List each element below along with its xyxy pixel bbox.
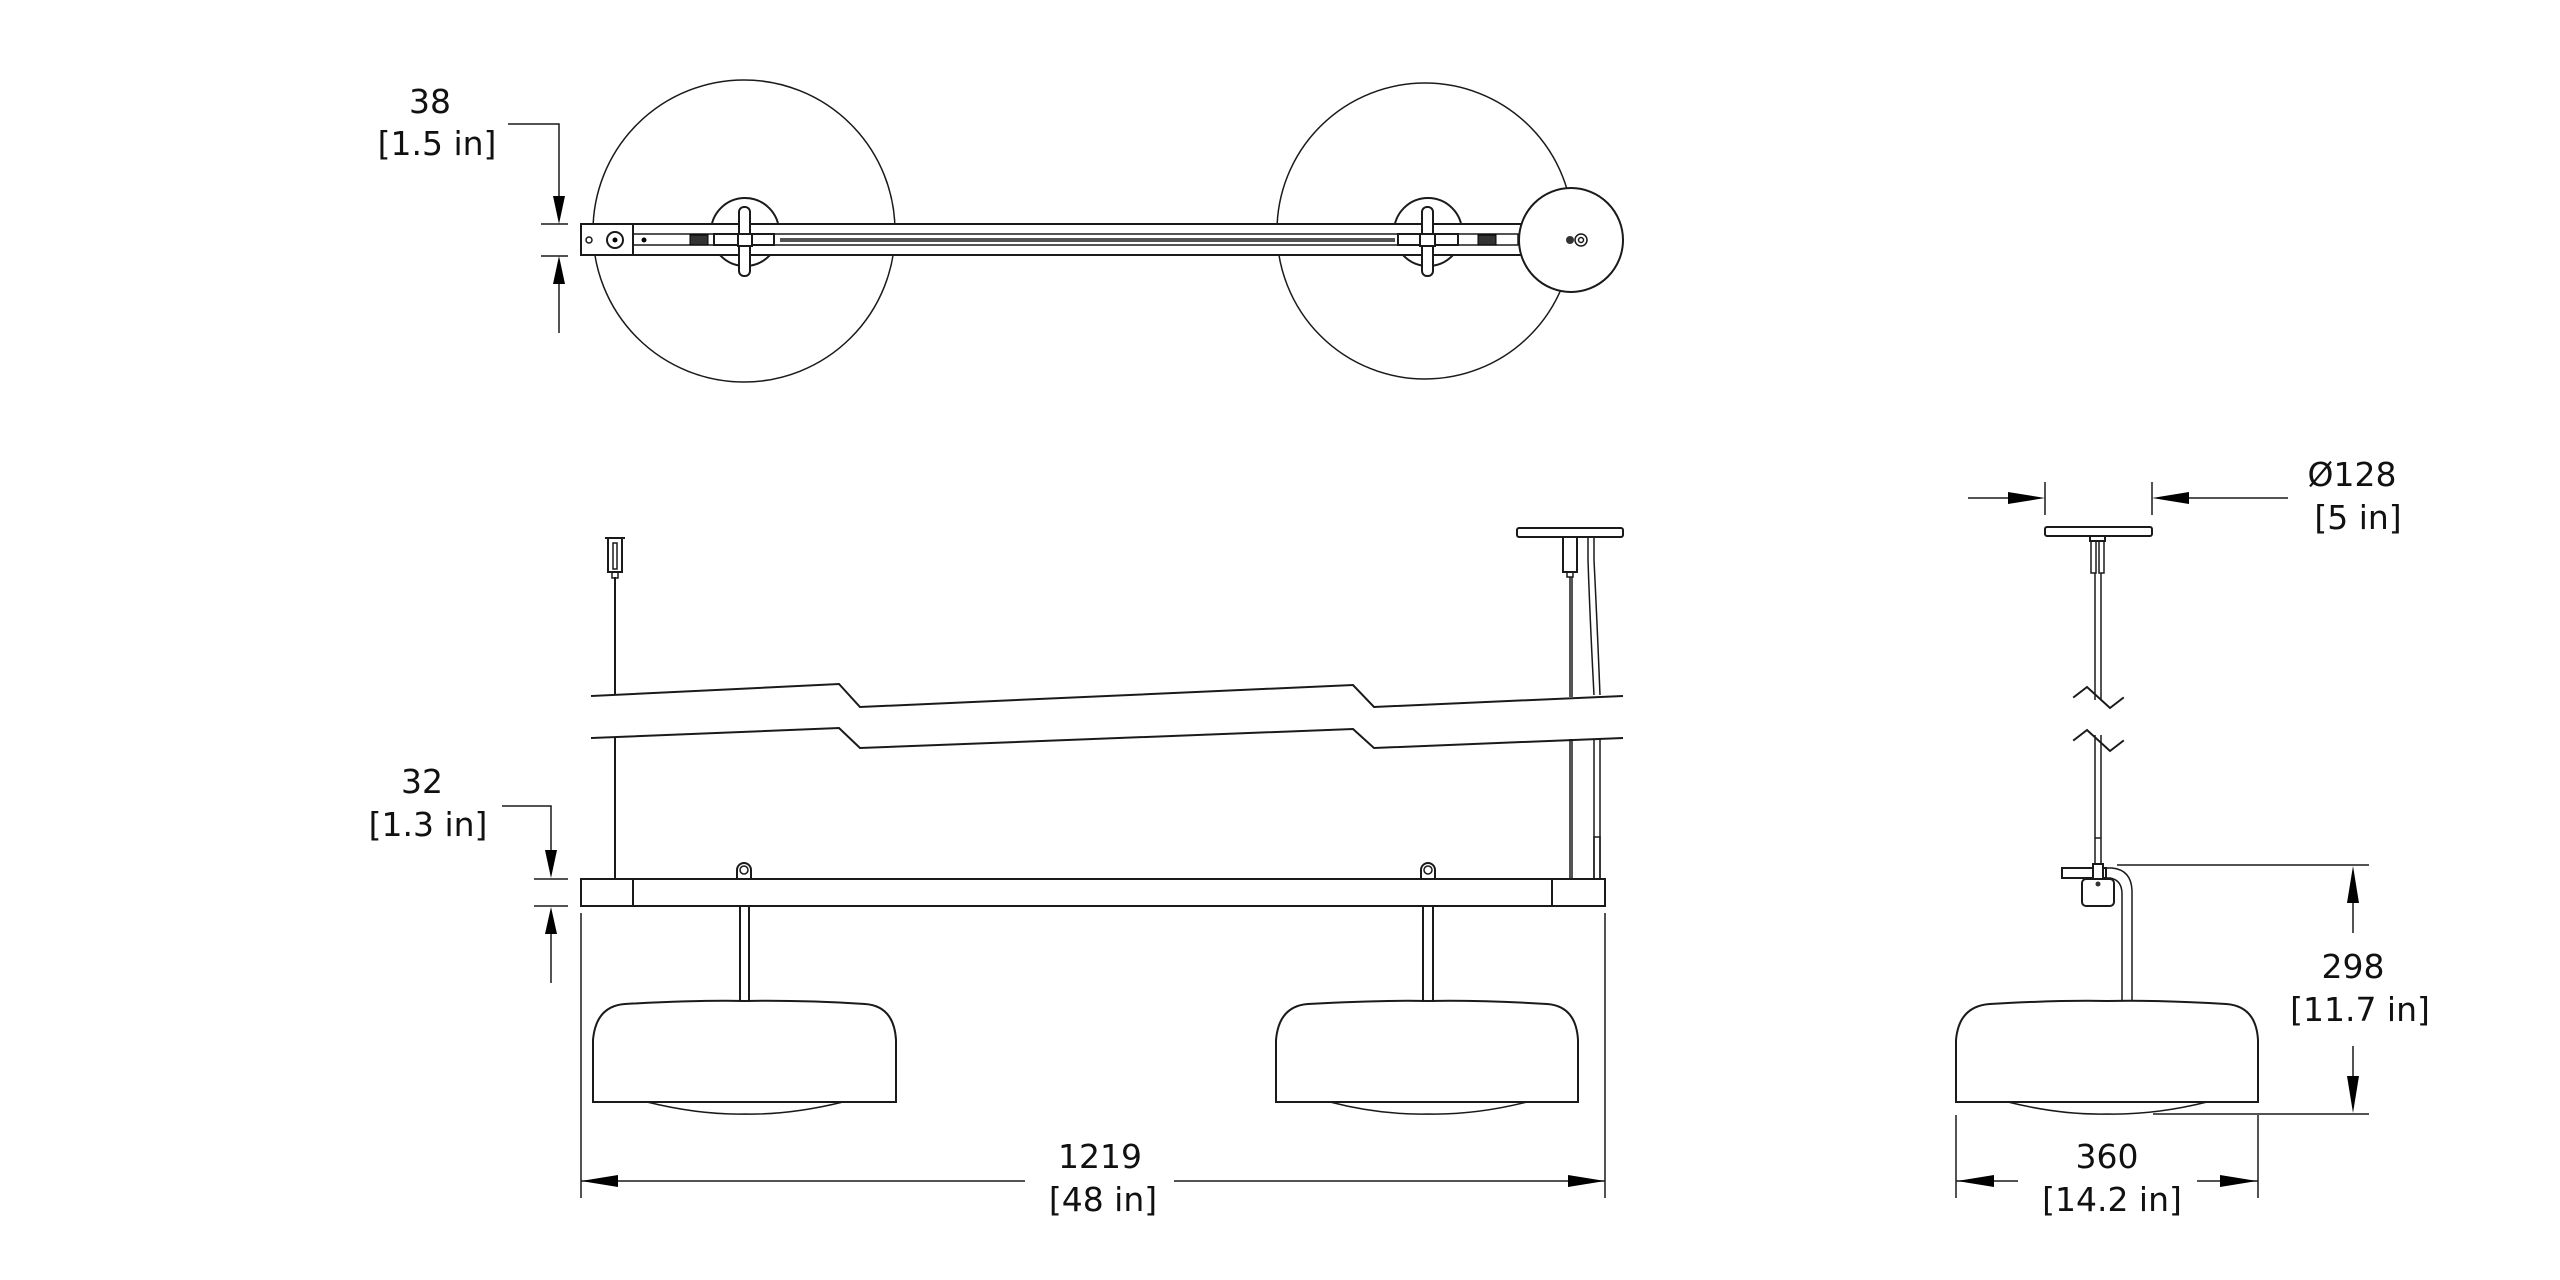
canopy-ground	[1574, 233, 1588, 247]
top-bar-channel	[632, 233, 1519, 246]
right-connector	[1477, 234, 1497, 246]
canopy-screw	[1566, 236, 1574, 244]
channel-dot	[641, 237, 647, 243]
dim-shade-diameter: 360 [14.2 in]	[1955, 1115, 2259, 1219]
left-pendant	[592, 905, 897, 1115]
power-cord	[1587, 537, 1595, 696]
dim-overall-length-in: [48 in]	[1049, 1180, 1157, 1219]
side-canopy-plate	[2044, 526, 2153, 537]
dim-overall-length-mm: 1219	[1058, 1137, 1142, 1176]
right-pendant	[1275, 905, 1579, 1115]
end-hole	[585, 236, 593, 244]
left-eyelet	[736, 862, 752, 880]
right-cross-block	[1419, 233, 1436, 247]
dim-pendant-height-mm: 298	[2322, 947, 2385, 986]
break-line-upper	[590, 682, 1624, 709]
dim-top-width-mm: 38	[409, 82, 451, 121]
canopy-ground-inner	[1577, 236, 1585, 244]
right-eyelet	[1420, 862, 1436, 880]
break-line-lower	[590, 726, 1624, 750]
dim-canopy-diameter-in: [5 in]	[2314, 498, 2401, 537]
side-bracket-block	[2081, 878, 2115, 907]
end-hub-dot	[612, 237, 618, 243]
top-view: 38 [1.5 in]	[378, 79, 1624, 383]
dim-shade-diameter-in: [14.2 in]	[2042, 1180, 2182, 1219]
dim-overall-length: 1219 [48 in]	[580, 913, 1606, 1219]
side-bracket	[2061, 867, 2107, 879]
left-connector	[689, 234, 709, 246]
side-shade	[1955, 999, 2259, 1103]
left-cross-block	[737, 233, 753, 247]
side-view: Ø128 [5 in] 298 [11.7 in] 360 [14.2 in]	[1955, 455, 2430, 1219]
front-canopy-plate	[1516, 527, 1624, 538]
dim-canopy-diameter-mm: Ø128	[2308, 455, 2397, 494]
dim-pendant-height: 298 [11.7 in]	[2117, 864, 2430, 1115]
break-zigzag-upper	[2072, 685, 2125, 710]
dim-bar-height-in: [1.3 in]	[369, 805, 488, 844]
dim-canopy-diameter: Ø128 [5 in]	[1968, 455, 2402, 537]
side-arm	[2105, 867, 2133, 1001]
dim-shade-diameter-mm: 360	[2076, 1137, 2139, 1176]
dim-bar-height: 32 [1.3 in]	[369, 762, 568, 983]
dim-bar-height-mm: 32	[401, 762, 443, 801]
dim-top-width: 38 [1.5 in]	[378, 82, 568, 333]
dim-top-width-in: [1.5 in]	[378, 124, 497, 163]
dim-pendant-height-in: [11.7 in]	[2290, 990, 2430, 1029]
break-zigzag-lower	[2072, 728, 2125, 753]
front-view: 32 [1.3 in] 1219 [48 in]	[369, 527, 1624, 1219]
front-bar	[580, 878, 1606, 907]
